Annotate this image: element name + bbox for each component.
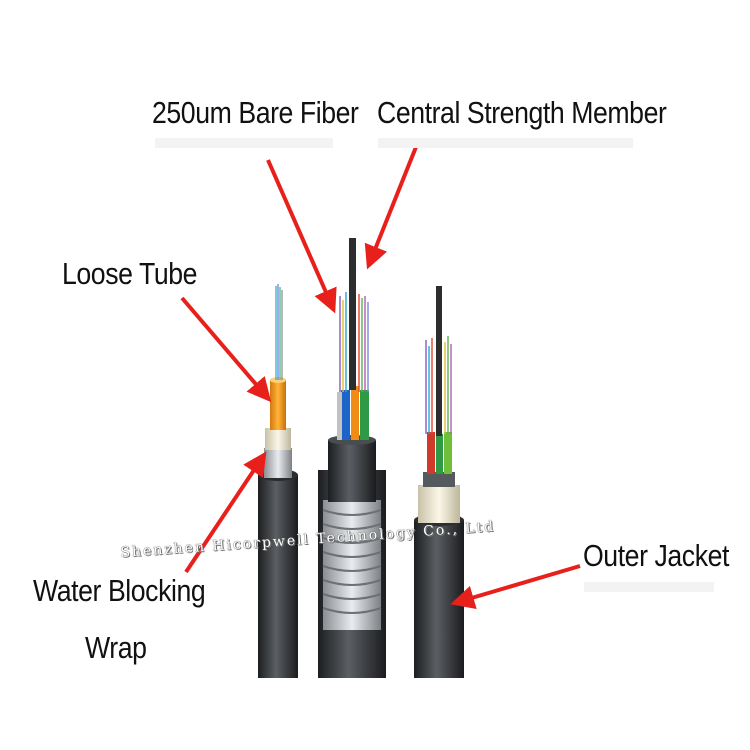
cable-left-loose-tube xyxy=(270,380,286,430)
cable-left xyxy=(258,284,298,678)
label-outer-jacket: Outer Jacket xyxy=(583,538,729,573)
cable-middle-strength-member xyxy=(349,238,356,390)
cable-right-strength-member xyxy=(436,286,442,436)
arrow-outer-jacket xyxy=(450,564,581,609)
label-strength-member: Central Strength Member xyxy=(377,95,667,130)
label-bare-fiber: 250um Bare Fiber xyxy=(152,95,359,130)
cable-right-jacket xyxy=(414,520,464,678)
cable-middle-corrugated-armor xyxy=(323,500,381,630)
label-water-blocking-line2: Wrap xyxy=(85,630,147,665)
label-loose-tube: Loose Tube xyxy=(62,256,198,291)
ghost-reflection xyxy=(378,138,633,148)
callout-arrows xyxy=(180,141,581,609)
cable-right-inner-sheath xyxy=(423,472,455,487)
cable-left-wrap xyxy=(265,428,291,450)
arrow-water-blocking xyxy=(184,451,267,574)
cable-left-fibers xyxy=(275,284,283,380)
cable-left-jacket xyxy=(258,475,298,678)
ghost-reflection xyxy=(584,582,714,592)
label-water-blocking-line1: Water Blocking xyxy=(33,573,206,608)
arrow-loose-tube xyxy=(180,296,272,403)
cable-right-fibers xyxy=(425,336,452,434)
arrow-strength-member xyxy=(364,141,420,270)
arrow-bare-fiber xyxy=(266,159,337,314)
cable-left-armor xyxy=(264,448,292,478)
cable-middle-inner-sheath xyxy=(328,440,376,502)
cable-right-wrap xyxy=(418,485,460,523)
cable-right-tubes xyxy=(427,432,452,474)
ghost-reflection xyxy=(155,138,333,148)
cable-right xyxy=(414,286,464,678)
cable-middle-fibers xyxy=(339,292,369,392)
cable-middle-tubes xyxy=(337,386,369,440)
cable-middle xyxy=(318,238,386,678)
